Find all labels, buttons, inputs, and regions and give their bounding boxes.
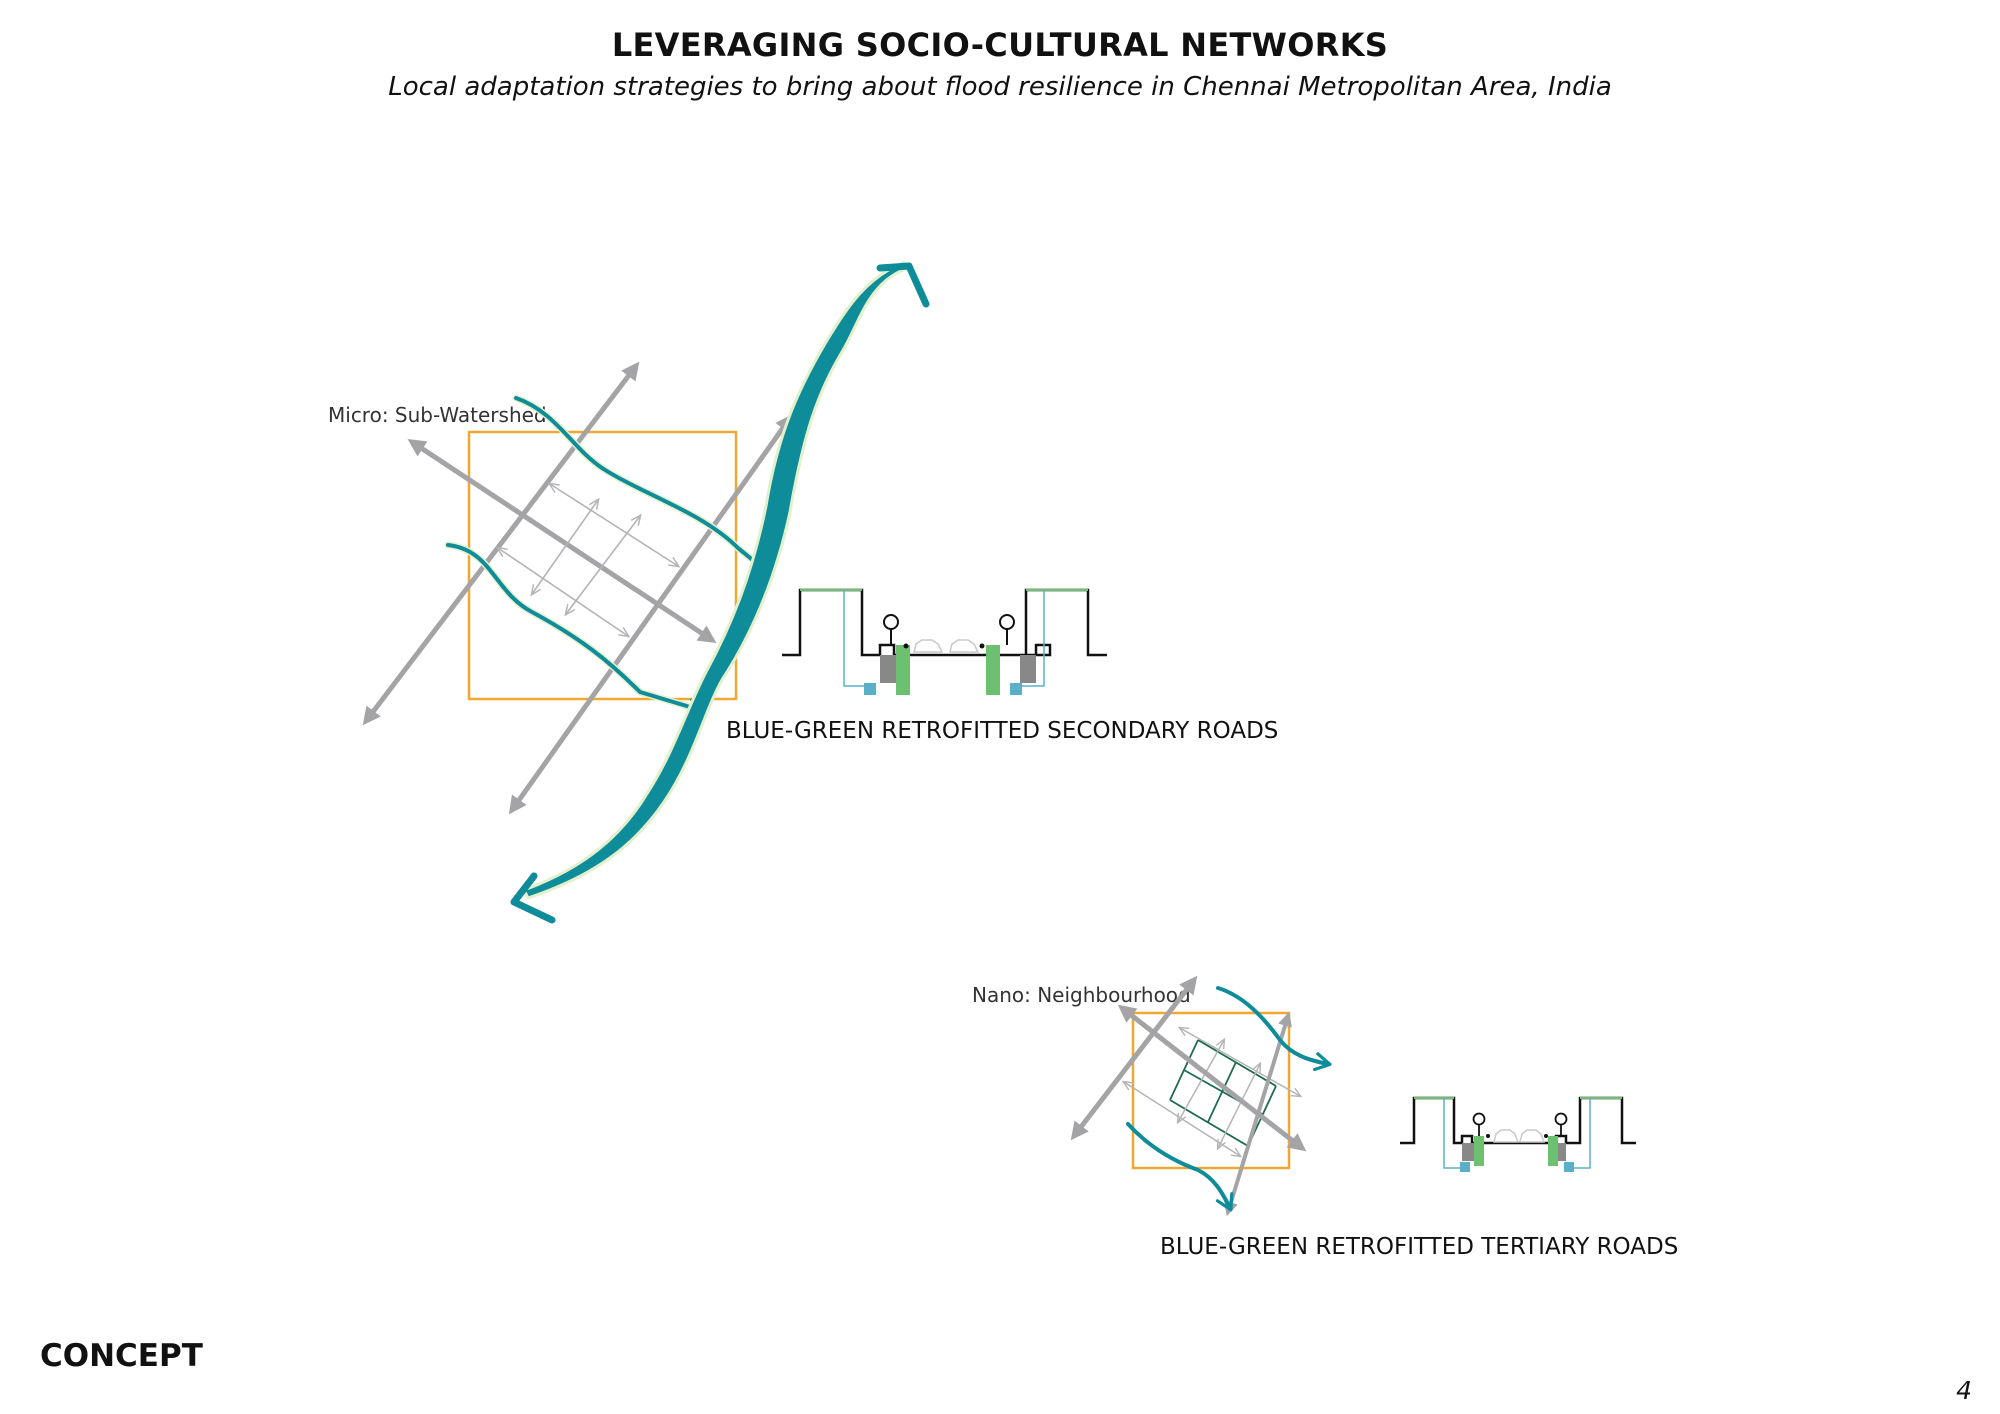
secondary-swale-right xyxy=(1020,655,1036,683)
tertiary-section-drawing xyxy=(1400,1096,1636,1172)
nano-scale-label: Nano: Neighbourhood xyxy=(972,983,1191,1007)
secondary-section-drawing xyxy=(782,588,1107,695)
page-number: 4 xyxy=(1956,1376,1972,1405)
secondary-car-1 xyxy=(913,639,944,653)
secondary-bioretention-right xyxy=(986,645,1000,695)
diagram-subtitle: Local adaptation strategies to bring abo… xyxy=(388,72,1612,102)
nano-primary-arrow-2 xyxy=(1117,1004,1307,1152)
secondary-road-section: BLUE-GREEN RETROFITTED SECONDARY ROADS xyxy=(726,588,1278,744)
tertiary-bioretention-right xyxy=(1548,1136,1558,1166)
river-head-south xyxy=(510,872,556,924)
tertiary-car-1 xyxy=(1493,1129,1520,1143)
nano-primary-arrow-3 xyxy=(1224,1011,1292,1217)
micro-scale-label: Micro: Sub-Watershed xyxy=(328,403,547,427)
micro-secondary-arrow-3 xyxy=(532,500,598,594)
tertiary-drain-right xyxy=(1572,1098,1591,1169)
micro-streams xyxy=(444,394,769,716)
secondary-bioretention-left xyxy=(896,645,910,695)
tertiary-storage-left xyxy=(1460,1162,1470,1172)
tertiary-pedestrian-right xyxy=(1544,1134,1548,1138)
nano-streams xyxy=(1126,986,1332,1212)
tertiary-roads-label: BLUE-GREEN RETROFITTED TERTIARY ROADS xyxy=(1160,1234,1678,1260)
tertiary-tree-left xyxy=(1472,1112,1486,1126)
micro-secondary-arrow-4 xyxy=(566,516,640,614)
micro-stream-upper-line xyxy=(514,396,769,573)
nano-stream-upper xyxy=(1216,986,1332,1072)
secondary-pedestrian-right xyxy=(979,643,985,649)
micro-primary-arrow-3 xyxy=(407,439,717,643)
tertiary-ground-line xyxy=(1400,1096,1636,1145)
nano-light-arrow-2 xyxy=(1124,1082,1240,1156)
river-head-north xyxy=(876,262,930,308)
tertiary-storage-right xyxy=(1564,1162,1574,1172)
micro-secondary-network xyxy=(498,484,678,636)
secondary-tree-right xyxy=(999,614,1015,630)
secondary-drain-left xyxy=(843,590,868,687)
micro-subwatershed-diagram: Micro: Sub-Watershed xyxy=(328,260,1278,924)
nano-stream-lower xyxy=(1126,1122,1234,1212)
micro-secondary-arrow-2 xyxy=(498,548,628,636)
main-river xyxy=(510,260,930,924)
tertiary-road-section: BLUE-GREEN RETROFITTED TERTIARY ROADS xyxy=(1160,1096,1678,1260)
tertiary-swale-left xyxy=(1462,1143,1474,1161)
tertiary-car-2 xyxy=(1519,1129,1546,1143)
micro-stream-lower-line xyxy=(446,543,704,716)
nano-primary-network xyxy=(1070,975,1307,1217)
secondary-swale-left xyxy=(880,655,896,683)
secondary-ground-line xyxy=(782,588,1107,657)
secondary-car-2 xyxy=(949,639,980,653)
secondary-pedestrian-left xyxy=(903,643,909,649)
diagram-title: LEVERAGING SOCIO-CULTURAL NETWORKS xyxy=(611,26,1389,64)
main-river-shape xyxy=(522,260,910,900)
section-label: CONCEPT xyxy=(40,1338,203,1374)
secondary-storage-right xyxy=(1010,683,1022,695)
secondary-drain-right xyxy=(1020,590,1045,687)
secondary-tree-left xyxy=(883,614,899,630)
tertiary-tree-right xyxy=(1554,1112,1568,1126)
secondary-storage-left xyxy=(864,683,876,695)
tertiary-bioretention-left xyxy=(1474,1136,1484,1166)
nano-grid-line-3 xyxy=(1169,1099,1249,1147)
micro-stream-lower xyxy=(444,541,704,714)
secondary-roads-label: BLUE-GREEN RETROFITTED SECONDARY ROADS xyxy=(726,718,1278,744)
tertiary-drain-left xyxy=(1443,1098,1460,1169)
tertiary-pedestrian-left xyxy=(1486,1134,1490,1138)
nano-neighbourhood-diagram: Nano: Neighbourhood xyxy=(972,975,1678,1260)
